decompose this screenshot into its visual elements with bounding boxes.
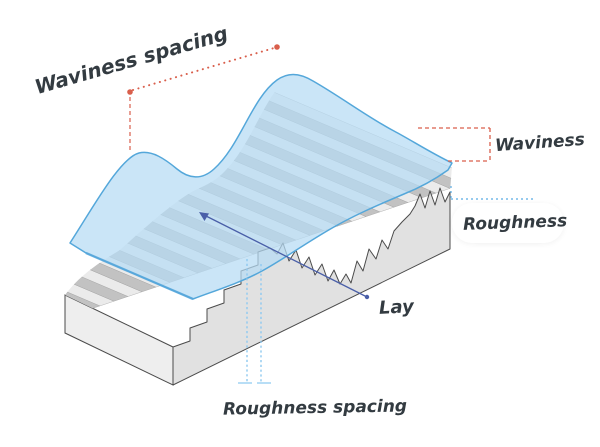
label-roughness: Roughness: [462, 211, 568, 235]
waviness-sheet-cut-edge: [85, 251, 194, 301]
label-lay: Lay: [378, 296, 415, 319]
waviness-height-bracket: [418, 127, 491, 162]
block-right-face: [172, 187, 451, 386]
label-roughness-spacing: Roughness spacing: [222, 396, 408, 420]
roughness-spacing-markers: [238, 259, 271, 384]
lay-arrow: [199, 212, 370, 300]
waviness-sheet: [69, 73, 453, 300]
roughness-label-pill: [452, 203, 564, 243]
roughness-marker: [450, 186, 534, 200]
waviness-spacing-dimension: [127, 44, 280, 150]
